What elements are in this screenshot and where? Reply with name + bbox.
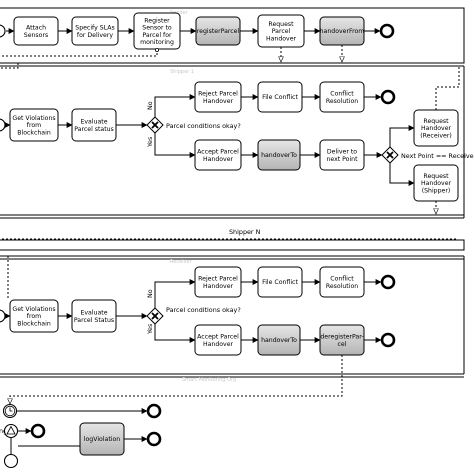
task-handover-to-1[interactable]: handoverTo bbox=[257, 139, 301, 171]
gateway-label: Next Point == Receiver? bbox=[401, 152, 474, 160]
flow-label-no: No bbox=[146, 289, 154, 298]
task-label: registerParcel bbox=[197, 28, 240, 35]
task-log-violation[interactable]: logViolation bbox=[79, 422, 125, 456]
task-label: handoverFrom bbox=[320, 28, 365, 35]
message-flow bbox=[0, 49, 158, 57]
sender-end-event[interactable] bbox=[379, 23, 395, 39]
shipper1-conflict-end-event[interactable] bbox=[380, 89, 396, 105]
task-label: File Conflict bbox=[262, 94, 298, 101]
faint-lane-title-2: Shipper 1 bbox=[170, 69, 194, 75]
gateway-label: Parcel conditions okay? bbox=[166, 306, 241, 314]
task-handover-from[interactable]: handoverFrom bbox=[319, 16, 365, 46]
task-label: handoverTo bbox=[261, 337, 297, 344]
message-flow-start bbox=[154, 48, 159, 53]
receiver-end-event[interactable] bbox=[380, 332, 396, 348]
task-label: deregisterPar-cel bbox=[320, 334, 363, 348]
message-flow bbox=[10, 355, 343, 404]
faint-lane-title-3: Receiver bbox=[170, 259, 193, 265]
message-flow bbox=[435, 66, 460, 110]
gateway-label: Parcel conditions okay? bbox=[166, 122, 241, 130]
receiver-start-event[interactable] bbox=[0, 309, 6, 323]
pool-sender bbox=[0, 7, 465, 64]
intermediate-event-message[interactable] bbox=[3, 453, 19, 469]
sender-start-event[interactable] bbox=[0, 24, 6, 38]
monitoring-end-event-3[interactable] bbox=[146, 431, 162, 447]
flow-label-yes: Yes bbox=[146, 136, 154, 148]
task-label: handoverTo bbox=[261, 152, 297, 159]
task-handover-to-2[interactable]: handoverTo bbox=[257, 324, 301, 356]
shipper-n-label: Shipper N bbox=[229, 228, 261, 236]
task-file-conflict-2[interactable]: File Conflict bbox=[257, 266, 303, 298]
task-label: logViolation bbox=[84, 436, 120, 443]
intermediate-event-signal[interactable] bbox=[3, 423, 19, 439]
shipper1-start-event[interactable] bbox=[0, 118, 6, 132]
pool-borders bbox=[0, 7, 465, 378]
receiver-conflict-end-event[interactable] bbox=[380, 274, 396, 290]
monitoring-end-event-1[interactable] bbox=[146, 403, 162, 419]
gateway-conditions-1[interactable] bbox=[146, 116, 164, 134]
flow-label-yes: Yes bbox=[146, 323, 154, 335]
task-register-parcel[interactable]: registerParcel bbox=[195, 16, 241, 46]
faint-lane-title-1: Sender bbox=[170, 10, 189, 16]
pool-shipper-n-collapsed bbox=[0, 239, 465, 251]
message-flow bbox=[0, 63, 19, 69]
gateway-next-point[interactable] bbox=[381, 146, 399, 164]
intermediate-event-timer[interactable] bbox=[2, 403, 18, 419]
gateway-conditions-2[interactable] bbox=[146, 307, 164, 325]
monitoring-end-event-2[interactable] bbox=[30, 423, 46, 439]
task-deregister-parcel[interactable]: deregisterPar-cel bbox=[319, 324, 365, 356]
faint-lane-title-4: Smart Monitoring Org bbox=[182, 377, 236, 383]
partial-event-label: ng bbox=[0, 427, 7, 435]
flow-label-no: No bbox=[146, 101, 154, 110]
task-file-conflict-1[interactable]: File Conflict bbox=[257, 81, 303, 113]
task-label: File Conflict bbox=[262, 279, 298, 286]
